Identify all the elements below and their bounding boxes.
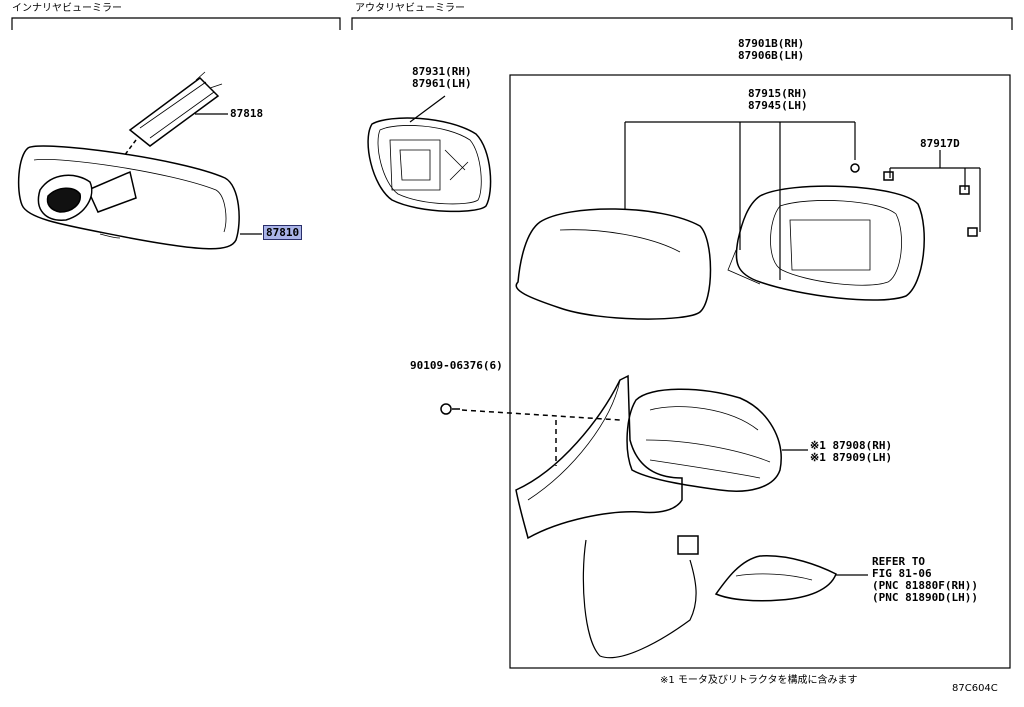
inner-mirror-illustration <box>17 71 240 250</box>
part-87901b-label[interactable]: 87901B(RH) <box>738 37 805 50</box>
part-87909-label[interactable]: ※1 87909(LH) <box>810 451 893 464</box>
mirror-cover-illustration <box>515 208 712 320</box>
assembly-frame <box>509 74 1011 669</box>
part-87917d-label[interactable]: 87917D <box>920 137 960 150</box>
refer-line-1: REFER TO <box>872 555 925 568</box>
part-87908-label[interactable]: ※1 87908(RH) <box>810 439 893 452</box>
mirror-base-illustration <box>440 374 782 659</box>
part-87810-label[interactable]: 87810 <box>263 225 303 240</box>
part-87961-label[interactable]: 87961(LH) <box>412 77 472 90</box>
part-87915-label[interactable]: 87915(RH) <box>748 87 808 100</box>
refer-line-4[interactable]: (PNC 81890D(LH)) <box>872 591 978 604</box>
figure-code: 87C604C <box>952 683 998 694</box>
part-87818-label[interactable]: 87818 <box>230 107 264 120</box>
part-87906b-label[interactable]: 87906B(LH) <box>738 49 805 62</box>
mirror-glass-illustration <box>367 117 492 213</box>
part-87931-label[interactable]: 87931(RH) <box>412 65 472 78</box>
part-90109-label[interactable]: 90109-06376(6) <box>410 359 503 372</box>
turn-signal-lamp-illustration <box>714 555 837 602</box>
outer-section-bracket <box>351 17 1013 30</box>
footnote: ※1 モータ及びリトラクタを構成に含みます <box>660 675 858 686</box>
outer-mirror-section-title: アウタリヤビューミラー <box>355 3 465 14</box>
inner-section-bracket <box>11 17 341 30</box>
refer-line-3[interactable]: (PNC 81880F(RH)) <box>872 579 978 592</box>
part-87945-label[interactable]: 87945(LH) <box>748 99 808 112</box>
inner-mirror-section-title: インナリヤビューミラー <box>12 3 122 14</box>
refer-line-2[interactable]: FIG 81-06 <box>872 567 932 580</box>
part-87810-highlight[interactable]: 87810 <box>263 225 303 240</box>
mirror-housing-illustration <box>727 163 978 301</box>
